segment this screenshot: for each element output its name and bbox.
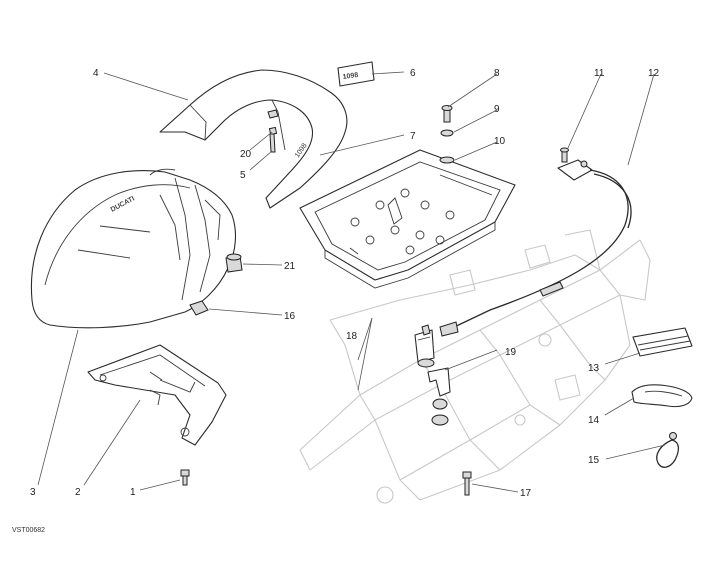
callout-12: 12 [648, 68, 660, 79]
owner-manual [632, 327, 693, 357]
cowl-fasteners [267, 109, 279, 153]
callout-9: 9 [494, 104, 500, 115]
callout-labels: 1 2 3 4 5 6 7 8 9 10 11 12 13 14 15 16 1… [30, 68, 660, 499]
callout-4: 4 [93, 68, 99, 79]
callout-17: 17 [520, 488, 532, 499]
seat-clip [189, 300, 209, 316]
lock-bolt [462, 471, 472, 496]
storage-tray [299, 149, 516, 289]
callout-5: 5 [240, 170, 246, 181]
lock-bracket [414, 324, 435, 368]
tray-fasteners [439, 105, 455, 164]
callout-21: 21 [284, 261, 296, 272]
callout-10: 10 [494, 136, 506, 147]
callout-7: 7 [410, 131, 416, 142]
callout-20: 20 [240, 149, 252, 160]
callout-16: 16 [284, 311, 296, 322]
tool-bag [631, 384, 693, 408]
callout-13: 13 [588, 363, 600, 374]
callout-18: 18 [346, 331, 358, 342]
rider-seat: DUCATI [30, 168, 237, 329]
decal-label: 1098 [342, 72, 359, 81]
callout-8: 8 [494, 68, 500, 79]
leader-lines [37, 71, 666, 493]
callout-19: 19 [505, 347, 517, 358]
callout-3: 3 [30, 487, 36, 498]
helmet-cable [656, 432, 680, 468]
callout-1: 1 [130, 487, 136, 498]
cowl-decal: 1098 [337, 61, 375, 87]
seat-release-cable [439, 159, 632, 337]
callout-6: 6 [410, 68, 416, 79]
callout-11: 11 [594, 68, 605, 79]
seat-bracket [87, 344, 227, 446]
bracket-screw [180, 469, 190, 486]
seat-cowl: 1098 [159, 69, 348, 209]
drawing-code: VST00682 [12, 527, 45, 534]
cable-screw [560, 147, 569, 163]
rubber-bumper [225, 253, 243, 273]
callout-2: 2 [75, 487, 81, 498]
callout-15: 15 [588, 455, 600, 466]
callout-14: 14 [588, 415, 600, 426]
seat-lock [427, 367, 451, 426]
motorcycle-frame [299, 229, 651, 504]
